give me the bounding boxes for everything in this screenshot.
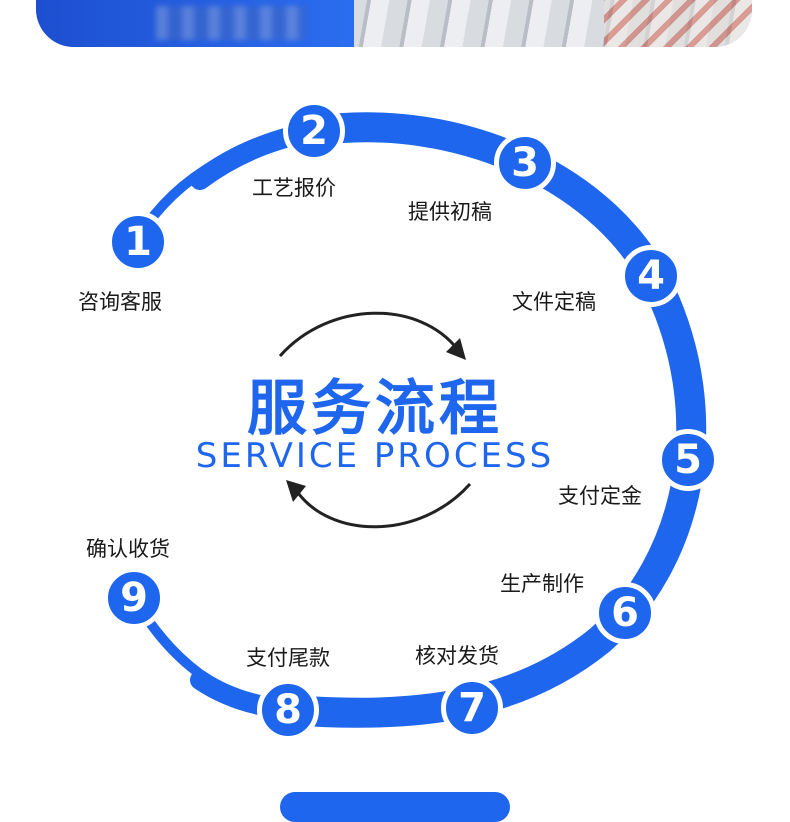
step-label-7: 核对发货: [415, 640, 499, 670]
arrow-bottom-curve: [296, 484, 470, 527]
step-label-5: 支付定金: [558, 480, 642, 510]
step-badge-8: 8: [257, 679, 319, 741]
step-badge-3: 3: [494, 132, 556, 194]
step-label-2: 工艺报价: [252, 172, 336, 202]
arrow-top-curve: [280, 313, 458, 356]
step-label-3: 提供初稿: [408, 196, 492, 226]
step-badge-9: 9: [103, 567, 165, 629]
step-label-9: 确认收货: [86, 533, 170, 563]
step-label-4: 文件定稿: [512, 286, 596, 316]
step-badge-7: 7: [441, 677, 503, 739]
step-badge-2: 2: [283, 100, 345, 162]
step-badge-4: 4: [620, 245, 682, 307]
step-badge-1: 1: [107, 211, 169, 273]
step-label-1: 咨询客服: [78, 286, 162, 316]
step-label-6: 生产制作: [500, 568, 584, 598]
next-section-tab: [280, 792, 510, 822]
step-label-8: 支付尾款: [246, 642, 330, 672]
section-title: 服务流程: [0, 360, 750, 447]
step-badge-6: 6: [594, 582, 656, 644]
section-subtitle: SERVICE PROCESS: [0, 436, 750, 476]
